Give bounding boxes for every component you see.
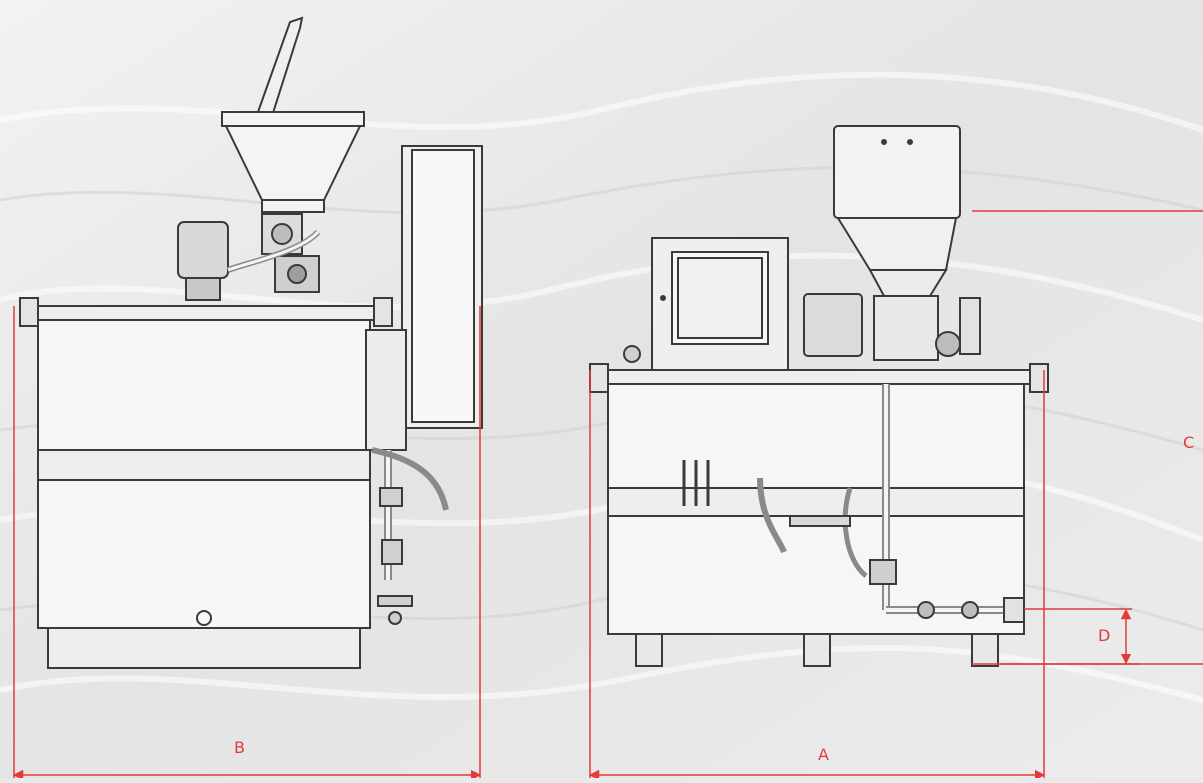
front-view — [589, 125, 1049, 667]
dimension-label-a: A — [818, 745, 829, 764]
side-view — [19, 16, 483, 669]
dimension-label-b: B — [234, 738, 245, 757]
dimension-label-d: D — [1098, 626, 1111, 645]
dimension-lines — [12, 210, 1203, 781]
dimension-label-c: C — [1183, 433, 1195, 452]
